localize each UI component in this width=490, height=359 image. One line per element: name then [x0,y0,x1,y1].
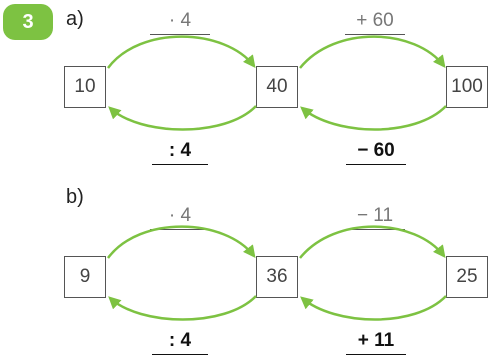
part-a-top-op-1: · 4 [150,10,210,35]
part-a-top-op-2: + 60 [345,10,405,35]
part-a-label: a) [66,8,84,30]
part-b-label: b) [66,186,84,208]
exercise-number-badge: 3 [3,4,53,40]
part-a-bottom-op-2: − 60 [346,140,406,165]
part-b-bottom-op-1: : 4 [152,330,208,355]
part-a-box-2: 40 [256,66,298,108]
part-a-arrow-bottom-2 [300,105,447,131]
part-a-box-1: 10 [64,66,106,108]
part-b-box-1: 9 [64,256,106,298]
part-b-arrow-top-2 [299,225,446,259]
part-b-bottom-op-2: + 11 [346,330,406,355]
part-b-box-3: 25 [446,256,488,298]
exercise-number: 3 [22,10,34,33]
part-b-arrow-bottom-1 [108,295,257,321]
part-b-arrow-bottom-2 [300,295,447,321]
part-b-top-op-1: · 4 [150,205,210,230]
part-b-top-op-2: − 11 [345,205,405,230]
part-a-box-3: 100 [446,66,488,108]
part-a-arrow-top-2 [299,35,446,69]
part-b-box-2: 36 [256,256,298,298]
part-a-arrow-top-1 [106,35,256,69]
part-a-bottom-op-1: : 4 [152,140,208,165]
part-a-arrow-bottom-1 [108,105,257,131]
part-b-arrow-top-1 [106,225,256,259]
